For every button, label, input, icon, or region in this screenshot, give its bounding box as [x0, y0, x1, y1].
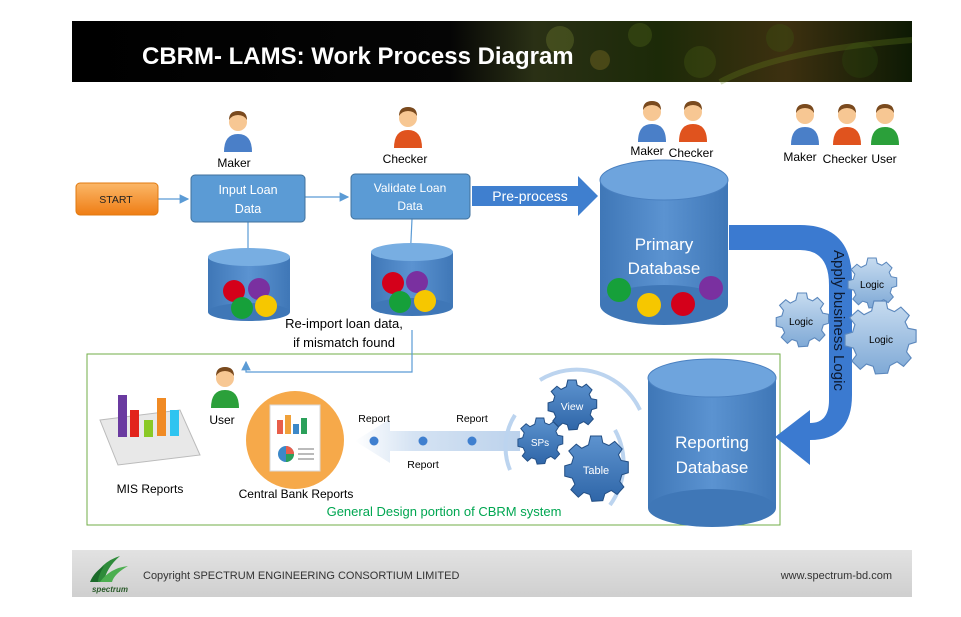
primary-maker-person-icon [638, 101, 666, 142]
input-line-2: Data [235, 202, 261, 216]
primary-maker-label: Maker [630, 144, 663, 158]
report-label-2: Report [456, 413, 488, 425]
primary-db-line-1: Primary [635, 235, 694, 254]
logic-gear-label-3: Logic [869, 335, 893, 346]
validate-line-1: Validate Loan [374, 181, 447, 195]
page-title: CBRM- LAMS: Work Process Diagram [142, 43, 574, 70]
logic-gear-label-2: Logic [789, 317, 813, 328]
reporting-database-icon: Reporting Database [647, 358, 777, 527]
group-checker-person-icon [833, 104, 861, 145]
reimport-line-2: if mismatch found [293, 335, 395, 350]
website-text: www.spectrum-bd.com [780, 570, 892, 582]
checker-person-icon [394, 107, 422, 148]
preprocess-label: Pre-process [492, 188, 567, 204]
maker-label: Maker [217, 156, 250, 170]
central-bank-report-icon [246, 391, 344, 489]
report-user-person-icon [211, 367, 239, 408]
start-label: START [99, 194, 133, 206]
preprocess-arrow: Pre-process [472, 176, 598, 216]
copyright-text: Copyright SPECTRUM ENGINEERING CONSORTIU… [143, 570, 459, 582]
report-user-label: User [209, 413, 234, 427]
table-gear-label: Table [583, 465, 609, 477]
reimport-line-1: Re-import loan data, [285, 316, 403, 331]
primary-checker-label: Checker [669, 146, 714, 160]
validate-line-2: Data [397, 199, 423, 213]
start-button[interactable]: START [75, 182, 159, 216]
design-caption: General Design portion of CBRM system [327, 504, 562, 519]
checker-label: Checker [383, 152, 428, 166]
group-maker-person-icon [791, 104, 819, 145]
mis-bar-chart-icon [99, 395, 201, 466]
report-label-3: Report [407, 459, 439, 471]
footer-bar [72, 550, 912, 597]
primary-database-icon: Primary Database [599, 159, 729, 325]
input-staging-database-icon [208, 248, 290, 321]
mis-reports-label: MIS Reports [117, 482, 184, 496]
central-bank-reports-label: Central Bank Reports [239, 487, 354, 501]
spectrum-logo-icon [90, 556, 128, 582]
input-line-1: Input Loan [218, 183, 277, 197]
primary-checker-person-icon [679, 101, 707, 142]
view-gear-label: View [561, 401, 584, 413]
primary-db-line-2: Database [628, 259, 701, 278]
report-flow-arrow [355, 419, 520, 463]
group-user-label: User [871, 152, 896, 166]
business-logic-arrow: Apply business Logic [729, 225, 852, 465]
group-user-person-icon [871, 104, 899, 145]
group-maker-label: Maker [783, 150, 816, 164]
reporting-db-line-2: Database [676, 458, 749, 477]
header-decoration [546, 23, 913, 85]
header-bar [72, 21, 912, 82]
logo-text: spectrum [92, 585, 128, 594]
sps-gear-label: SPs [531, 438, 549, 449]
report-label-1: Report [358, 413, 390, 425]
logic-gear-label-1: Logic [860, 280, 884, 291]
validate-staging-database-icon [371, 243, 453, 316]
maker-person-icon [224, 111, 252, 152]
validate-loan-data-box: Validate Loan Data [350, 173, 471, 220]
group-checker-label: Checker [823, 152, 868, 166]
input-loan-data-box: Input Loan Data [190, 174, 306, 223]
reporting-db-line-1: Reporting [675, 433, 749, 452]
business-logic-label: Apply business Logic [830, 250, 847, 391]
reimport-arrow [241, 330, 413, 373]
